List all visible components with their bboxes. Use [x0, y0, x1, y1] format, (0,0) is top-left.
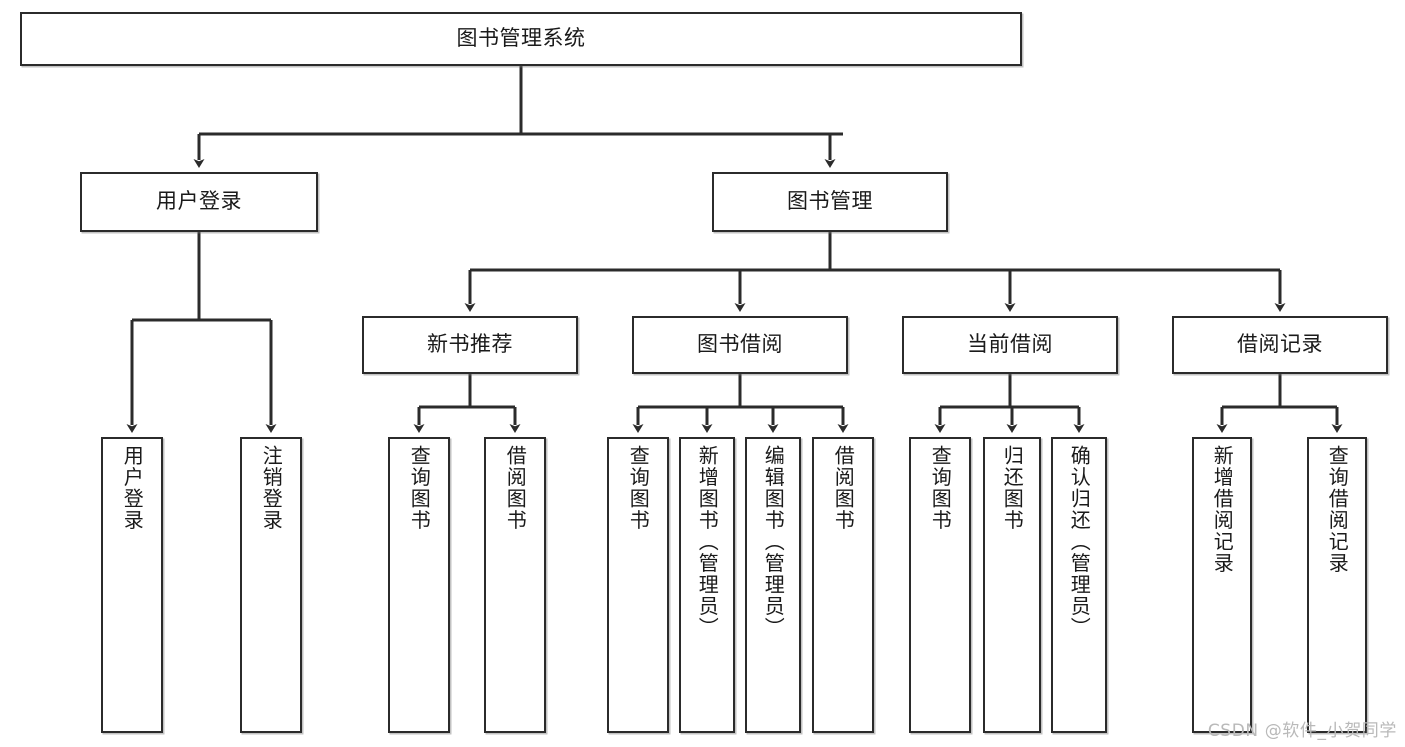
- node-book-borrow[interactable]: 图书借阅: [632, 316, 848, 374]
- node-leaf-add-borrow-record[interactable]: 新增借阅记录: [1192, 437, 1252, 733]
- node-book-manage[interactable]: 图书管理: [712, 172, 948, 232]
- node-label: 借阅图书: [831, 445, 856, 531]
- node-label: 新增图书（管理员）: [695, 445, 720, 639]
- node-label: 借阅图书: [503, 445, 528, 531]
- node-label: 查询图书: [626, 445, 651, 531]
- node-label: 图书借阅: [697, 332, 783, 357]
- node-leaf-borrow-book-recommend[interactable]: 借阅图书: [484, 437, 546, 733]
- node-leaf-confirm-return-admin[interactable]: 确认归还（管理员）: [1051, 437, 1107, 733]
- node-label: 查询图书: [928, 445, 953, 531]
- node-leaf-query-book-recommend[interactable]: 查询图书: [388, 437, 450, 733]
- node-label: 图书管理: [787, 189, 873, 214]
- node-label: 查询借阅记录: [1325, 445, 1350, 574]
- node-leaf-query-book-borrow[interactable]: 查询图书: [607, 437, 669, 733]
- node-leaf-user-logout[interactable]: 注销登录: [240, 437, 302, 733]
- node-leaf-edit-book-admin[interactable]: 编辑图书（管理员）: [745, 437, 801, 733]
- node-label: 编辑图书（管理员）: [761, 445, 786, 639]
- node-user-login[interactable]: 用户登录: [80, 172, 318, 232]
- node-new-book-recommend[interactable]: 新书推荐: [362, 316, 578, 374]
- node-label: 图书管理系统: [456, 26, 586, 51]
- node-label: 归还图书: [1000, 445, 1025, 531]
- node-label: 用户登录: [156, 189, 242, 214]
- node-leaf-query-book-current[interactable]: 查询图书: [909, 437, 971, 733]
- node-label: 查询图书: [407, 445, 432, 531]
- node-label: 新增借阅记录: [1210, 445, 1235, 574]
- node-borrow-record[interactable]: 借阅记录: [1172, 316, 1388, 374]
- node-leaf-return-book[interactable]: 归还图书: [983, 437, 1041, 733]
- node-leaf-user-login[interactable]: 用户登录: [101, 437, 163, 733]
- csdn-watermark: CSDN @软件_小贺同学: [1207, 721, 1397, 741]
- node-label: 用户登录: [120, 445, 145, 531]
- node-label: 确认归还（管理员）: [1067, 445, 1092, 639]
- node-current-borrow[interactable]: 当前借阅: [902, 316, 1118, 374]
- node-label: 新书推荐: [427, 332, 513, 357]
- node-leaf-borrow-book[interactable]: 借阅图书: [812, 437, 874, 733]
- node-label: 当前借阅: [967, 332, 1053, 357]
- node-leaf-query-borrow-record[interactable]: 查询借阅记录: [1307, 437, 1367, 733]
- node-root-system[interactable]: 图书管理系统: [20, 12, 1022, 66]
- node-leaf-add-book-admin[interactable]: 新增图书（管理员）: [679, 437, 735, 733]
- node-label: 借阅记录: [1237, 332, 1323, 357]
- node-label: 注销登录: [259, 445, 284, 531]
